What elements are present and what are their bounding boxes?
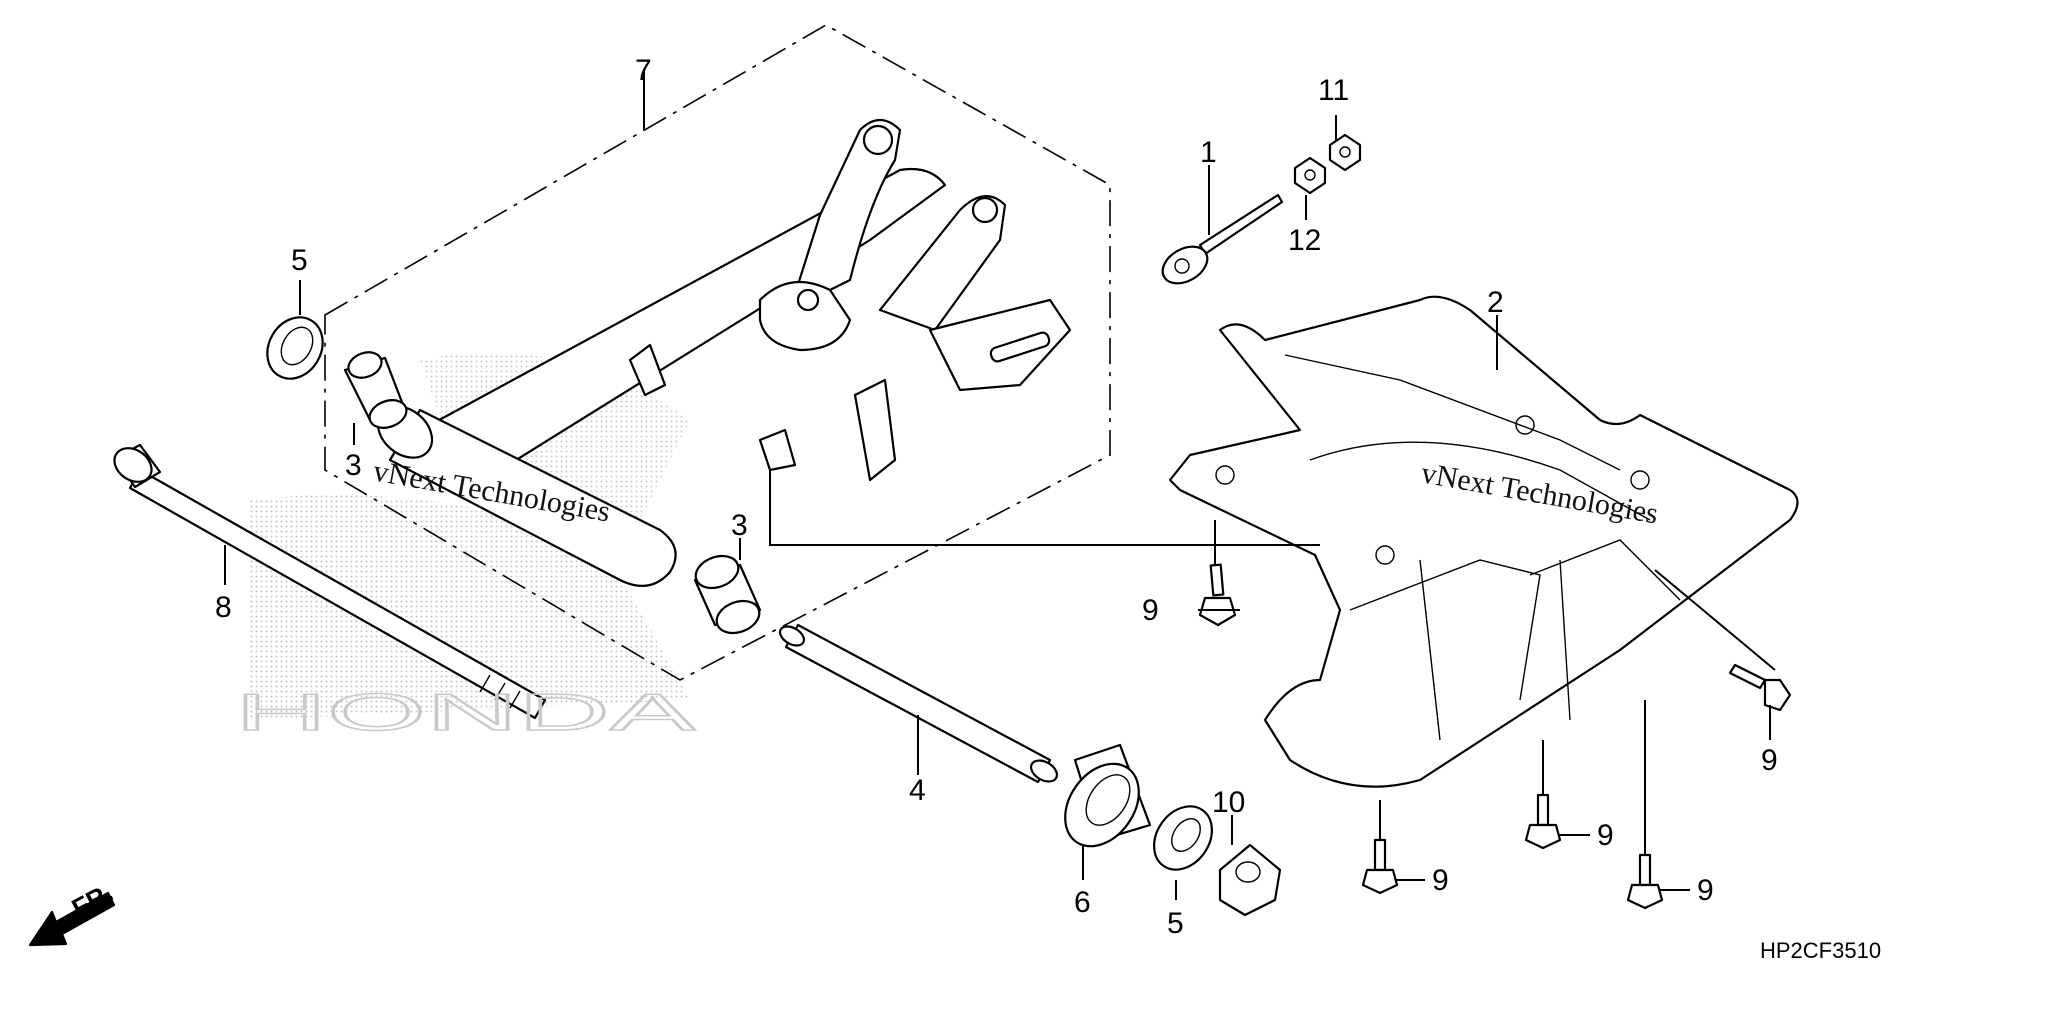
callout-9-a: 9 (1142, 594, 1159, 627)
callout-3-upper: 3 (345, 449, 362, 482)
leader-lines (224, 70, 1776, 900)
adjuster-bolt-1 (1161, 193, 1284, 285)
callout-9-c: 9 (1432, 864, 1449, 897)
callout-12: 12 (1288, 224, 1321, 257)
skid-plate-2 (1168, 295, 1799, 788)
diagram-code: HP2CF3510 (1760, 938, 1881, 963)
callout-3-lower: 3 (731, 509, 748, 542)
swingarm-part (376, 118, 1072, 588)
callout-7: 7 (635, 54, 652, 87)
nut-11 (1328, 133, 1362, 172)
assembly-outline-7 (324, 24, 1111, 681)
dust-seal-5-right (1153, 805, 1213, 871)
pivot-bolt-8 (113, 443, 547, 720)
callout-2: 2 (1487, 286, 1504, 319)
callout-4: 4 (909, 774, 926, 807)
nut-10 (1218, 843, 1282, 917)
callout-5-left: 5 (291, 244, 308, 277)
collar-4 (778, 623, 1059, 784)
front-arrow-icon (28, 891, 116, 947)
bushing-3-upper (343, 351, 408, 429)
callout-9-d: 9 (1597, 819, 1614, 852)
callout-10: 10 (1212, 786, 1245, 819)
callout-9-b: 9 (1761, 744, 1778, 777)
watermark-brand: HONDA (235, 684, 696, 742)
flange-bolt-9-b (1728, 663, 1792, 712)
nut-12 (1293, 156, 1327, 195)
dust-seal-5-left (266, 316, 324, 380)
callout-5-right: 5 (1167, 907, 1184, 940)
bushing-3-lower (693, 554, 762, 635)
callout-9-e: 9 (1697, 874, 1714, 907)
flange-bolt-9-a (1198, 563, 1237, 627)
flange-bolt-9-c (1361, 838, 1399, 895)
callout-6: 6 (1074, 886, 1091, 919)
callout-8: 8 (215, 591, 232, 624)
callout-11: 11 (1318, 74, 1349, 107)
flange-bolt-9-d (1524, 793, 1562, 850)
front-direction-indicator: FR. (28, 877, 118, 947)
bushing-6 (1064, 743, 1152, 848)
flange-bolt-9-e (1626, 853, 1664, 910)
callout-1: 1 (1200, 136, 1217, 169)
callout-labels: 1 2 3 3 4 5 5 6 7 8 9 9 9 9 9 10 11 12 (215, 54, 1778, 940)
